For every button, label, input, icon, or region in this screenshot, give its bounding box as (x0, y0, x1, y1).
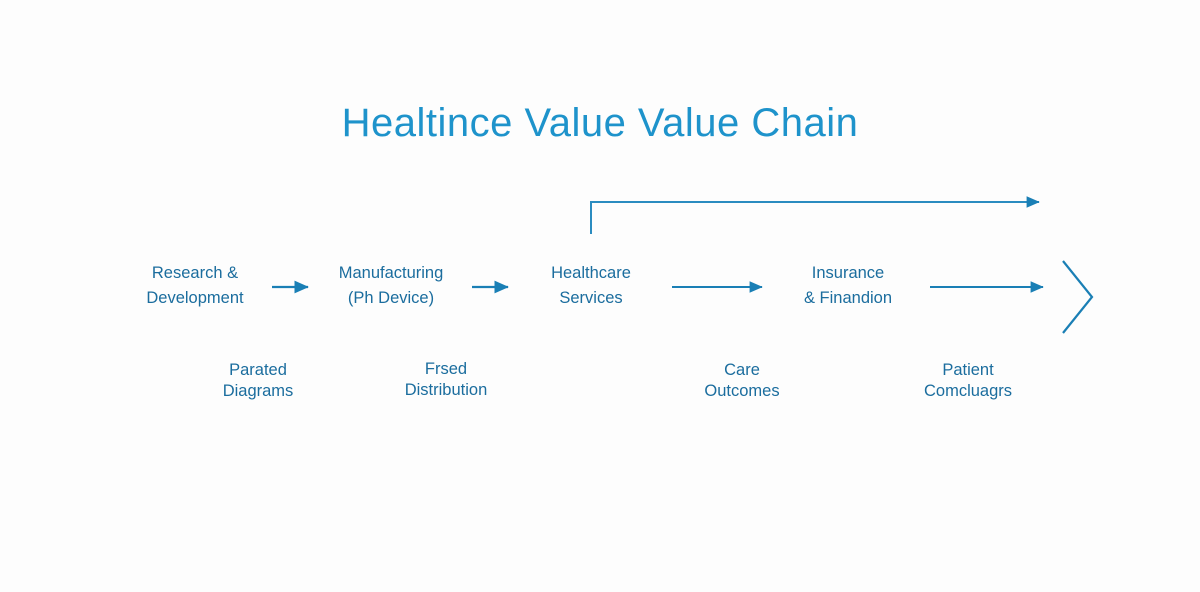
stage-node-insurance-financing: Insurance & Finandion (748, 261, 948, 311)
sub-label-line1: Frsed (424, 360, 468, 378)
sub-label-frsed-distribution: Frsed Distribution (346, 359, 546, 401)
stage-node-healthcare-services: Healthcare Services (491, 261, 691, 311)
sub-label-parated-diagrams: Parated Diagrams (158, 360, 358, 402)
sub-label-line2: Diagrams (222, 382, 294, 400)
stage-label-line1: Research & (151, 264, 239, 282)
sub-label-line1: Parated (229, 361, 287, 379)
stage-node-manufacturing: Manufacturing (Ph Device) (291, 261, 491, 311)
sub-label-line1: Patient (942, 361, 994, 379)
outcome-chevron-icon (1062, 260, 1094, 334)
stage-label-line2: Development (146, 289, 244, 307)
stage-label-line2: (Ph Device) (347, 289, 435, 307)
sub-label-care-outcomes: Care Outcomes (642, 360, 842, 402)
feedback-loop-arrow-icon (590, 196, 1040, 234)
sub-label-patient-comcluagrs: Patient Comcluagrs (868, 360, 1068, 402)
stage-label-line1: Insurance (811, 264, 885, 282)
stage-label-line2: & Finandion (803, 289, 893, 307)
stage-label-line1: Healthcare (551, 264, 631, 282)
sub-label-line2: Comcluagrs (923, 382, 1013, 400)
stage-node-research-development: Research & Development (95, 261, 295, 311)
sub-label-line1: Care (724, 361, 760, 379)
sub-label-line2: Outcomes (704, 382, 780, 400)
sub-label-line2: Distribution (404, 381, 488, 399)
page-title: Healtince Value Value Chain (341, 101, 859, 145)
stage-label-line1: Manufacturing (338, 264, 444, 282)
stage-label-line2: Services (559, 289, 623, 307)
